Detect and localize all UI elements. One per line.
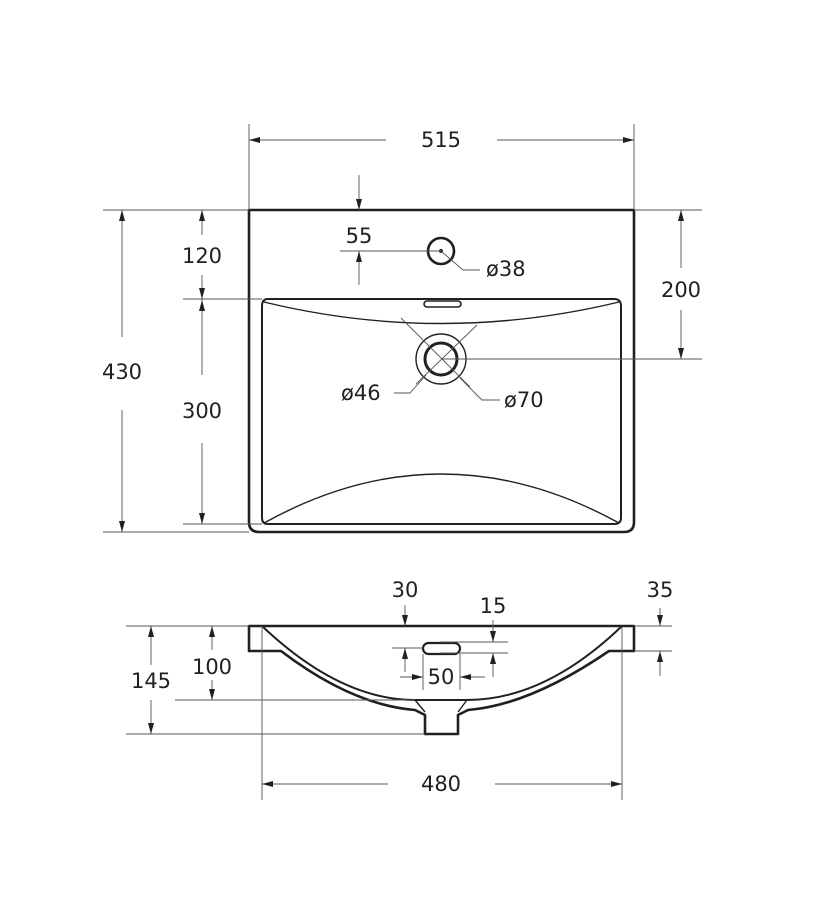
dimension-overflow-width: 50: [428, 665, 455, 689]
dimension-drain-position: 200: [661, 278, 701, 302]
dimension-rim-to-bowl: 120: [182, 244, 222, 268]
dimension-drain-outer: ø70: [504, 388, 544, 412]
dimension-overall-depth: 430: [102, 360, 142, 384]
overflow-opening: [421, 641, 462, 656]
dimension-drain-inner: ø46: [341, 381, 381, 405]
dimension-overall-height: 145: [131, 669, 171, 693]
side-profile-outline: [247, 624, 636, 736]
basin-outline: [247, 208, 636, 534]
bowl-inner-curve: [261, 625, 623, 701]
bowl-bottom-curve: [263, 473, 620, 524]
dimension-tap-diameter: ø38: [486, 257, 526, 281]
dimension-rim-thickness: 30: [392, 578, 419, 602]
dimension-overflow-height: 15: [480, 594, 507, 618]
bowl-top-curve: [263, 301, 620, 325]
bowl-outline: [261, 298, 622, 525]
overflow-slot: [423, 300, 462, 308]
dimension-width: 515: [421, 128, 461, 152]
dimension-ledge: 35: [647, 578, 674, 602]
dimension-bowl-height: 100: [192, 655, 232, 679]
top-view: 515 430 120 300 55 ø38: [102, 124, 702, 534]
dimension-bowl-depth: 300: [182, 399, 222, 423]
dimension-tap-offset: 55: [346, 224, 373, 248]
side-view: 145 100 30 15 50 35: [126, 578, 673, 800]
dimension-bowl-width: 480: [421, 772, 461, 796]
